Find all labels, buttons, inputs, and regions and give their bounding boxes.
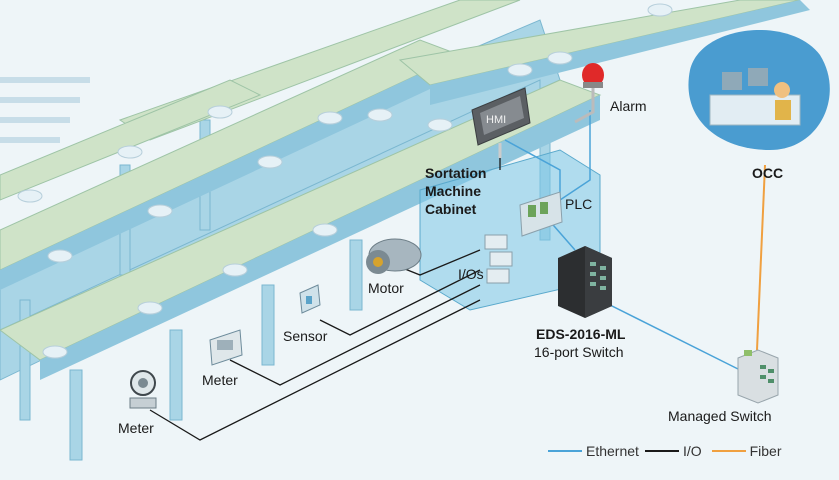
legend-io-label: I/O [682,443,702,459]
meter-upper-label: Meter [202,372,238,388]
cabinet-label-line2: Machine [425,183,482,199]
cabinet-label-line3: Cabinet [425,201,477,217]
occ-bubble [688,29,830,150]
switch-model-label: EDS-2016-ML [536,326,626,342]
conveyor-belts [0,0,810,380]
motor-label: Motor [368,280,404,296]
sensor-label: Sensor [283,328,328,344]
occ-operator [774,82,790,98]
io-modules-icon [484,234,513,284]
legend-fiber-line [711,450,746,452]
plc-label: PLC [565,196,593,212]
legend-ethernet-label: Ethernet [586,443,639,459]
managed-switch-label: Managed Switch [668,408,772,424]
occ-label: OCC [752,165,784,181]
switch-desc-label: 16-port Switch [534,344,624,360]
meter-lower-icon [129,370,157,409]
meter-upper-icon [209,329,243,366]
hmi-icon [471,87,531,158]
parcels [17,3,673,359]
occ-monitor-1 [722,72,742,90]
legend-ethernet-line [548,450,582,452]
occ-monitor-2 [748,68,768,86]
ceiling-stripes [0,77,90,143]
cabinet-label-line1: Sortation [425,165,487,181]
alarm-label: Alarm [610,98,647,114]
ios-label: I/Os [458,266,484,282]
legend-io-line [644,450,679,452]
meter-lower-label: Meter [118,420,154,436]
plc-icon [519,191,563,237]
occ-operator-body [775,100,791,120]
legend: Ethernet I/O Fiber [548,443,782,459]
eds-switch-icon [558,246,612,318]
motor-icon [366,238,422,274]
ethernet-cabling [504,110,741,371]
managed-switch-icon [737,349,779,404]
alarm-icon [574,63,604,124]
sensor-icon [299,284,321,314]
hmi-label: HMI [486,114,507,126]
legend-fiber-label: Fiber [749,443,782,459]
fiber-link [756,164,766,351]
